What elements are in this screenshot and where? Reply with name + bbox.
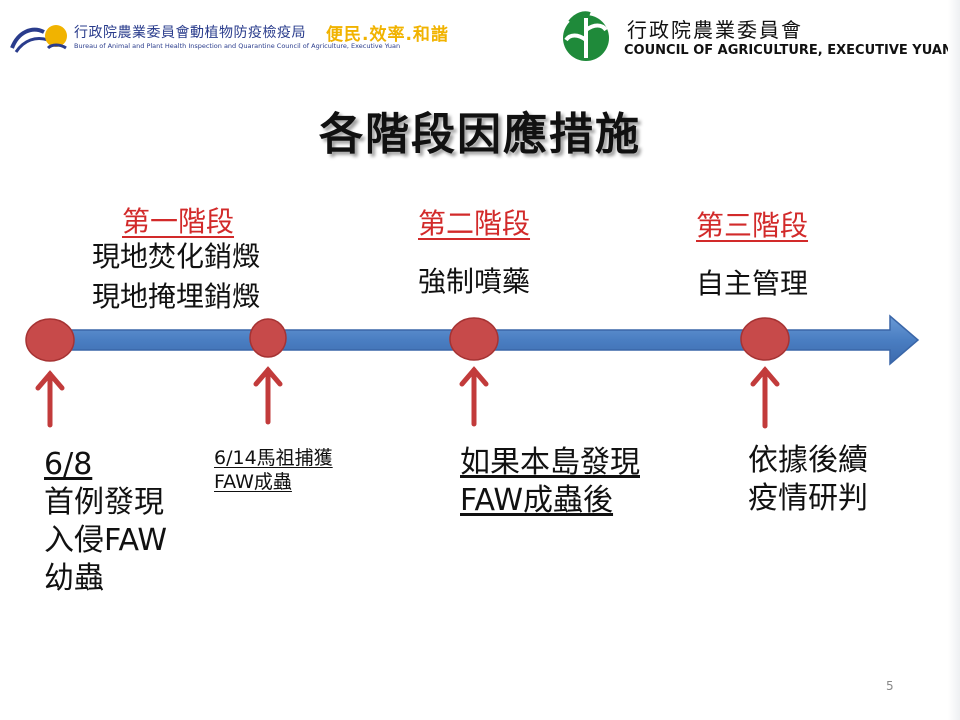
slogan: 便民.效率.和諧 — [326, 25, 449, 45]
event-1-date: 6/8 — [44, 447, 93, 482]
up-arrow-icon — [253, 366, 283, 425]
stage-3-line-1: 自主管理 — [696, 267, 809, 300]
coa-name-en: COUNCIL OF AGRICULTURE, EXECUTIVE YUAN — [624, 43, 953, 58]
stage-3-label: 第三階段 — [696, 209, 809, 242]
slide-title: 各階段因應措施 — [319, 109, 641, 160]
up-arrow-icon — [35, 370, 65, 428]
timeline-node-1 — [25, 318, 75, 362]
bapiq-name-en: Bureau of Animal and Plant Health Inspec… — [74, 42, 401, 50]
stage-1-line-2: 現地掩埋銷燬 — [92, 280, 261, 313]
stage-1-line-1: 現地焚化銷燬 — [92, 240, 261, 273]
event-4-line-2: 疫情研判 — [748, 481, 868, 516]
coa-logo-icon — [563, 11, 609, 61]
up-arrow-icon — [459, 366, 489, 427]
event-2-line-2: FAW成蟲 — [214, 471, 292, 493]
event-2-line-1: 6/14馬祖捕獲 — [214, 447, 333, 469]
stage-2-label: 第二階段 — [418, 207, 531, 240]
stage-2-line-1: 強制噴藥 — [418, 265, 531, 298]
event-1-line-2: 首例發現 — [44, 485, 164, 520]
event-4-line-1: 依據後續 — [748, 443, 868, 478]
timeline-node-2 — [249, 318, 287, 358]
event-2: 6/14馬祖捕獲 FAW成蟲 — [214, 446, 333, 494]
coa-name-cn: 行政院農業委員會 — [627, 18, 803, 42]
event-3-line-2: FAW成蟲後 — [460, 483, 614, 518]
event-4: 依據後續 疫情研判 — [748, 442, 868, 518]
bapiq-logo-icon — [10, 25, 67, 53]
stage-1-label: 第一階段 — [122, 205, 235, 238]
timeline-node-3 — [449, 317, 499, 361]
bapiq-name-cn: 行政院農業委員會動植物防疫檢疫局 — [74, 25, 306, 41]
event-1-line-4: 幼蟲 — [44, 561, 104, 596]
page-number: 5 — [886, 679, 894, 693]
event-3-line-1: 如果本島發現 — [460, 445, 640, 480]
event-3: 如果本島發現 FAW成蟲後 — [460, 444, 640, 520]
event-1: 6/8 首例發現 入侵FAW 幼蟲 — [44, 446, 167, 598]
timeline-node-4 — [740, 317, 790, 361]
slide-edge — [948, 0, 960, 720]
event-1-line-3: 入侵FAW — [44, 523, 168, 558]
up-arrow-icon — [750, 366, 780, 429]
